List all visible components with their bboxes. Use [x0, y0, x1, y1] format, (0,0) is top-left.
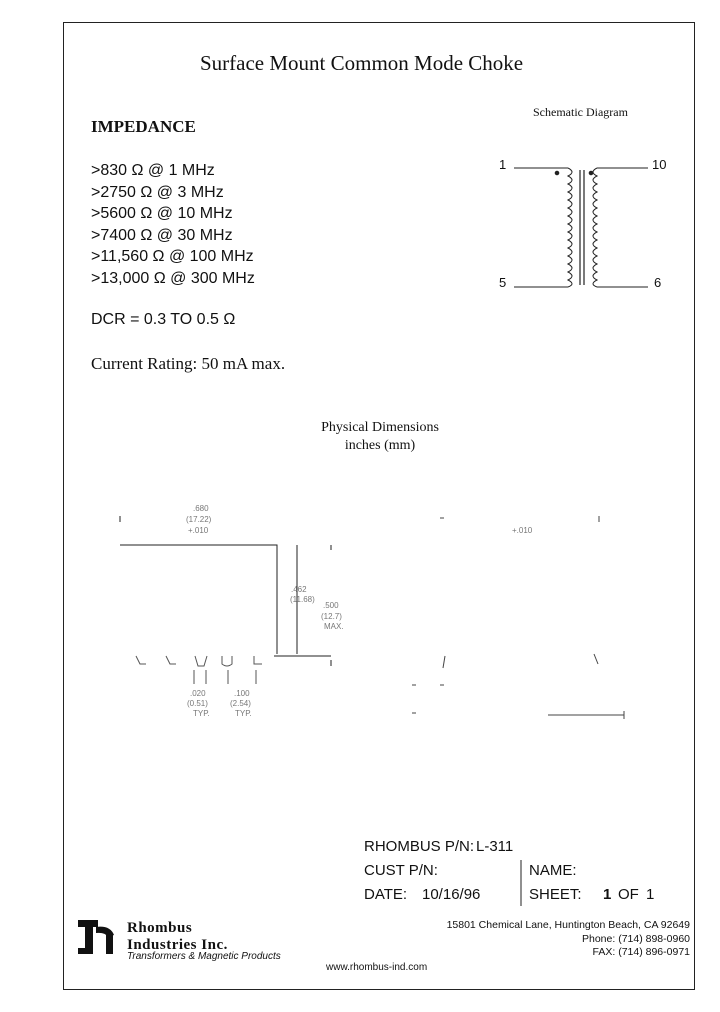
physical-dimensions-title: Physical Dimensions [321, 420, 439, 435]
company-fax: FAX: (714) 896-0971 [592, 946, 690, 958]
side-view [412, 516, 625, 719]
sheet-number: 1 [603, 886, 612, 903]
front-pins [135, 655, 262, 684]
customer-part-label: CUST P/N: [364, 862, 438, 879]
date-value: 10/16/96 [422, 886, 481, 903]
impedance-line: >13,000 Ω @ 300 MHz [91, 269, 255, 287]
company-name-line2: Industries Inc. [127, 937, 228, 953]
dim-pad-label: TYP. [193, 709, 210, 718]
sheet-total: 1 [646, 886, 655, 903]
impedance-line: >5600 Ω @ 10 MHz [91, 205, 233, 222]
dim-height-in: .462 [291, 585, 307, 594]
dim-pad-in: .020 [190, 689, 206, 698]
dim-width-mm: (17.22) [186, 515, 212, 524]
impedance-list: >830 Ω @ 1 MHz >2750 Ω @ 3 MHz >5600 Ω @… [91, 160, 255, 289]
dim-side-tol: +.010 [512, 526, 533, 535]
dim-pad-mm: (0.51) [187, 699, 208, 708]
schematic-pin-6: 6 [654, 275, 662, 290]
polarity-dot [588, 170, 594, 176]
rhombus-logo-icon [78, 920, 114, 954]
dim-pitch-in: .100 [234, 689, 250, 698]
part-number-value: L-311 [476, 838, 514, 855]
physical-dimensions-heading: Physical Dimensions inches (mm) [300, 419, 460, 455]
dim-pitch-mm: (2.54) [230, 699, 251, 708]
schematic-pin-5: 5 [499, 275, 507, 290]
company-website[interactable]: www.rhombus-ind.com [326, 962, 428, 973]
schematic-title: Schematic Diagram [533, 105, 628, 119]
schematic-diagram [514, 167, 648, 288]
dim-max-label: MAX. [324, 622, 344, 631]
schematic-pin-10: 10 [652, 157, 667, 172]
impedance-line: >830 Ω @ 1 MHz [91, 162, 215, 179]
date-label: DATE: [364, 886, 408, 903]
company-contact: 15801 Chemical Lane, Huntington Beach, C… [447, 919, 690, 960]
dim-max-mm: (12.7) [321, 612, 342, 621]
part-number-label: RHOMBUS P/N: [364, 838, 475, 855]
impedance-line: >2750 Ω @ 3 MHz [91, 183, 224, 201]
dcr-spec: DCR = 0.3 TO 0.5 Ω [91, 311, 236, 328]
dim-height-mm: (11.68) [290, 595, 315, 604]
impedance-heading: IMPEDANCE [91, 117, 196, 136]
dim-width-tol: +.010 [188, 526, 209, 535]
dim-pitch-label: TYP. [235, 709, 252, 718]
front-view [119, 516, 332, 666]
schematic-pin-1: 1 [499, 157, 507, 172]
company-name-line1: Rhombus [127, 920, 193, 936]
sheet-label: SHEET: [529, 886, 582, 903]
sheet-of: OF [618, 886, 639, 903]
company-tagline: Transformers & Magnetic Products [127, 951, 281, 962]
impedance-line: >7400 Ω @ 30 MHz [91, 226, 233, 244]
drawing-sheet-border [63, 22, 695, 990]
dimension-labels: .680 (17.22) +.010 .462 (11.68) .500 (12… [186, 504, 533, 718]
name-label: NAME: [529, 862, 577, 879]
polarity-dot [554, 170, 560, 176]
document-title: Surface Mount Common Mode Choke [200, 51, 524, 75]
dim-max-in: .500 [323, 601, 339, 610]
company-name: Rhombus Industries Inc. [127, 920, 228, 954]
physical-dimensions-units: inches (mm) [344, 438, 416, 453]
impedance-line: >11,560 Ω @ 100 MHz [91, 248, 254, 265]
current-rating: Current Rating: 50 mA max. [91, 354, 286, 373]
company-address: 15801 Chemical Lane, Huntington Beach, C… [446, 919, 690, 931]
dim-width-in: .680 [193, 504, 209, 513]
company-phone: Phone: (714) 898-0960 [582, 932, 690, 945]
